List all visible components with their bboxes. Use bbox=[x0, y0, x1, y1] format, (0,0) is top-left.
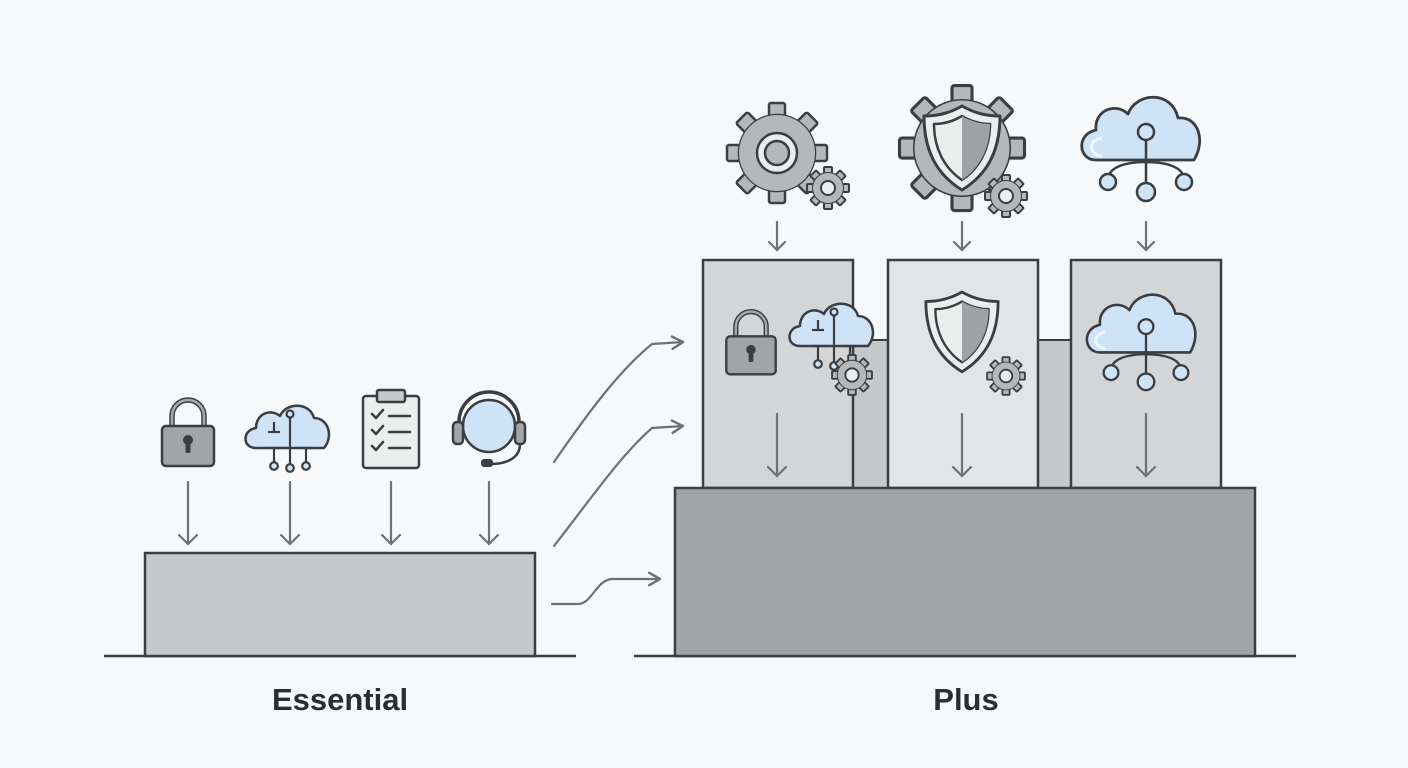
plus-tier bbox=[634, 83, 1296, 658]
upgrade-arrow-2 bbox=[552, 419, 685, 548]
plus-top-arrows bbox=[767, 220, 1156, 252]
plus-filler-right bbox=[1036, 339, 1072, 489]
gear-small-icon bbox=[806, 166, 850, 210]
essential-tier bbox=[104, 388, 576, 658]
upgrade-arrow-1 bbox=[552, 335, 685, 464]
checklist-icon bbox=[361, 388, 421, 470]
upgrade-arrow-3 bbox=[550, 571, 662, 606]
cloud-network-icon bbox=[244, 404, 331, 474]
plus-column-arrows bbox=[766, 412, 1157, 478]
headset-icon bbox=[451, 390, 527, 469]
tier-label-plus: Plus bbox=[933, 682, 999, 717]
essential-feature-arrows bbox=[177, 480, 500, 546]
lock-icon bbox=[162, 400, 214, 466]
upgrade-arrows bbox=[550, 335, 685, 606]
essential-block bbox=[143, 551, 537, 658]
shield-gear-icon bbox=[897, 83, 1028, 218]
plus-base-block bbox=[673, 486, 1257, 658]
cloud-network-icon bbox=[1080, 95, 1202, 203]
tier-label-essential: Essential bbox=[271, 682, 409, 717]
